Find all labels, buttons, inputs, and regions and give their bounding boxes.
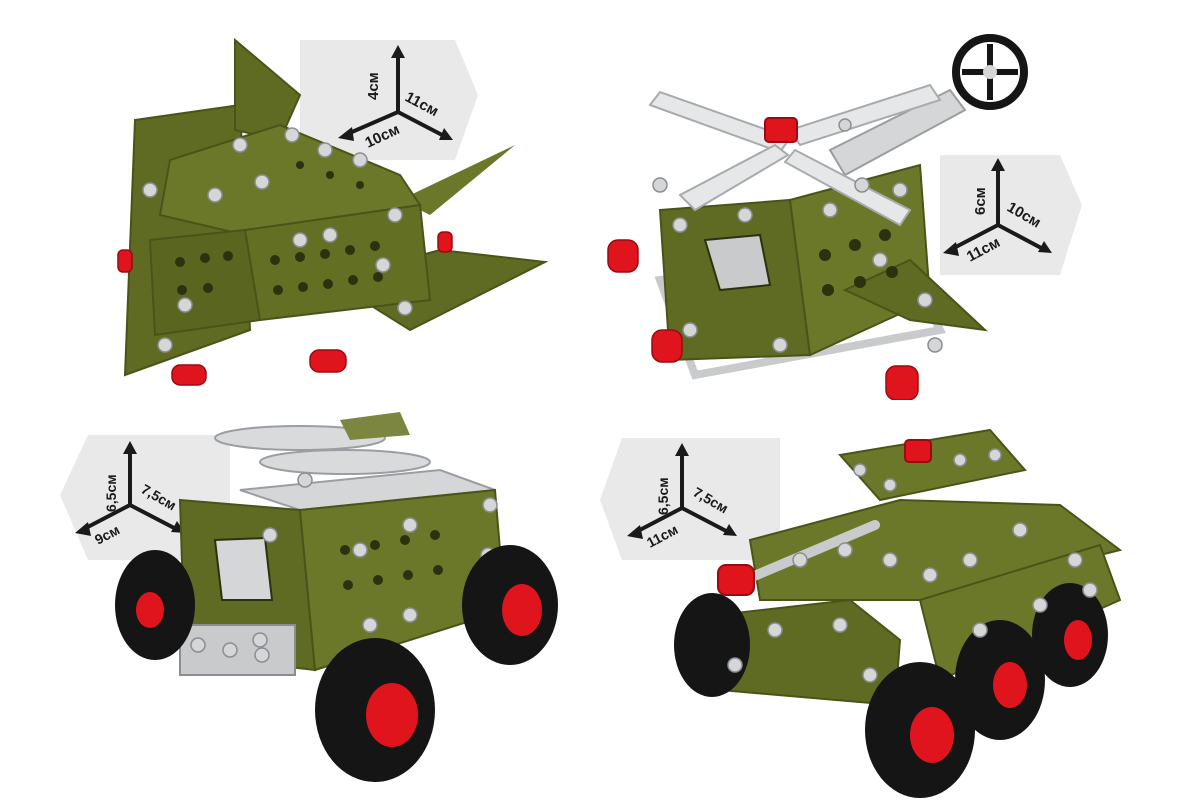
truck-illustration: 6,5см 7,5см 9см	[60, 412, 558, 782]
helicopter-dimension-badge: 6см 10см 11см	[940, 155, 1082, 275]
plane-body-left	[148, 228, 262, 337]
armored-vehicle-wheels	[674, 583, 1108, 798]
plane-dimension-badge: 4см 11см 10см	[300, 40, 478, 160]
armored-vehicle-illustration: 6,5см 7,5см 11см	[600, 428, 1123, 798]
plane-height-label: 4см	[365, 72, 382, 100]
armored-vehicle-gun-barrel	[735, 520, 880, 587]
helicopter-illustration: 6см 10см 11см	[607, 34, 1082, 400]
helicopter-window	[703, 233, 772, 292]
armored-vehicle-model: 6,5см 7,5см 11см	[600, 400, 1200, 800]
helicopter-height-label: 6см	[972, 187, 989, 215]
truck-height-label: 6,5см	[103, 474, 119, 512]
truck-model: 6,5см 7,5см 9см	[0, 400, 600, 800]
truck-windshield	[213, 536, 274, 601]
armored-vehicle-hull-top	[748, 498, 1123, 601]
plane-tail-fin	[234, 37, 302, 142]
armored-vehicle-turret	[838, 428, 1027, 502]
armored-vehicle-turret-cap	[904, 439, 932, 463]
truck-roof-missiles	[214, 412, 431, 475]
plane-rear-fin	[400, 145, 515, 215]
plane-model: 4см 11см 10см	[0, 0, 600, 400]
armored-vehicle-dimension-badge: 6,5см 7,5см 11см	[600, 438, 780, 560]
plane-body-front	[243, 203, 432, 322]
helicopter-main-rotor	[648, 83, 942, 227]
plane-illustration: 4см 11см 10см	[117, 37, 549, 386]
helicopter-model: 6см 10см 11см	[600, 0, 1200, 400]
armored-vehicle-height-label: 6,5см	[655, 477, 671, 515]
truck-wheels	[115, 545, 558, 782]
helicopter-tail-rotor	[952, 34, 1028, 110]
